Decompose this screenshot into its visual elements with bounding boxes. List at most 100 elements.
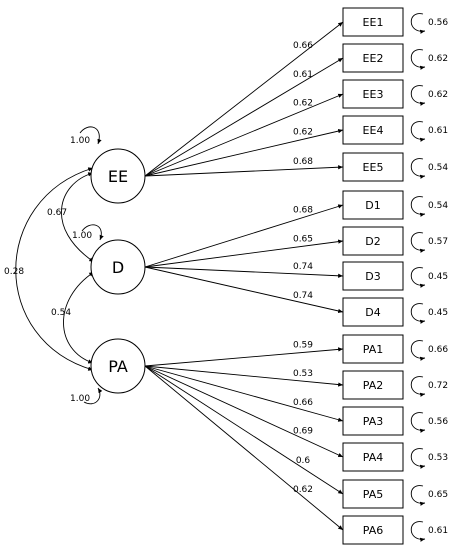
error-variance-loop	[410, 85, 426, 106]
covariance-arc-d-pa	[63, 271, 95, 364]
loading-path-pa2	[144, 365, 344, 387]
indicator-label: D1	[365, 199, 380, 212]
loading-label: 0.68	[293, 206, 313, 216]
indicator-label: D4	[365, 306, 380, 319]
error-variance-loop	[410, 49, 426, 70]
loading-label: 0.74	[293, 291, 313, 301]
covariance-arc-ee-d	[61, 172, 95, 263]
loading-path-ee3	[144, 93, 344, 177]
covariance-label: 0.67	[47, 208, 67, 218]
indicator-label: EE5	[363, 161, 384, 174]
error-variance-label: 0.54	[428, 201, 448, 211]
indicator-label: PA5	[363, 488, 383, 501]
loading-path-d4	[144, 266, 344, 314]
loading-label: 0.69	[293, 427, 313, 437]
latent-factor-pa	[90, 338, 146, 394]
indicator-box-ee5	[342, 152, 404, 182]
error-variance-label: 0.62	[428, 90, 448, 100]
loading-path-pa4	[144, 365, 344, 458]
error-variance-label: 0.53	[428, 453, 448, 463]
error-variance-loop	[410, 196, 426, 217]
variance-loop	[79, 126, 102, 145]
indicator-box-ee4	[342, 115, 404, 145]
error-variance-label: 0.56	[428, 18, 448, 28]
indicator-box-d3	[342, 261, 404, 291]
indicator-label: D2	[365, 235, 380, 248]
loading-path-pa1	[144, 347, 344, 367]
loading-label: 0.6	[296, 456, 311, 466]
error-variance-label: 0.45	[428, 272, 448, 282]
error-variance-label: 0.61	[428, 526, 448, 536]
error-variance-loop	[410, 376, 426, 397]
error-variance-loop	[410, 340, 426, 361]
error-variance-label: 0.57	[428, 237, 448, 247]
covariance-label: 0.28	[4, 267, 24, 277]
error-variance-loop	[410, 448, 426, 469]
error-variance-label: 0.65	[428, 490, 448, 500]
variance-label: 1.00	[70, 136, 90, 146]
loading-label: 0.53	[293, 369, 313, 379]
covariance-label: 0.54	[51, 308, 71, 318]
loading-label: 0.62	[293, 485, 313, 495]
loading-path-pa5	[144, 365, 344, 495]
loading-label: 0.65	[293, 234, 313, 244]
loading-path-ee5	[144, 165, 344, 177]
indicator-box-d4	[342, 297, 404, 327]
indicator-box-pa5	[342, 479, 404, 509]
indicator-label: PA3	[363, 415, 383, 428]
indicator-label: EE2	[363, 52, 384, 65]
variance-loop	[83, 387, 103, 405]
error-variance-loop	[410, 158, 426, 179]
loading-label: 0.61	[293, 70, 313, 80]
indicator-label: PA1	[363, 343, 383, 356]
loading-path-d1	[144, 204, 344, 268]
error-variance-label: 0.66	[428, 345, 448, 355]
indicator-label: EE3	[363, 88, 384, 101]
error-variance-loop	[410, 13, 426, 34]
indicator-box-ee1	[342, 7, 404, 37]
variance-label: 1.00	[70, 394, 90, 404]
error-variance-label: 0.54	[428, 163, 448, 173]
indicator-label: PA2	[363, 379, 383, 392]
loading-label: 0.66	[293, 41, 313, 51]
error-variance-loop	[410, 303, 426, 324]
variance-loop	[81, 224, 104, 241]
error-variance-loop	[410, 521, 426, 542]
loading-label: 0.68	[293, 157, 313, 167]
indicator-box-ee2	[342, 43, 404, 73]
indicator-label: D3	[365, 270, 380, 283]
indicator-label: PA6	[363, 524, 383, 537]
indicator-box-d1	[342, 190, 404, 220]
loading-path-ee1	[144, 21, 344, 177]
variance-label: 1.00	[72, 231, 92, 241]
covariance-arc-ee-pa	[15, 167, 94, 371]
indicator-box-ee3	[342, 79, 404, 109]
loading-path-d3	[144, 266, 344, 278]
loading-label: 0.62	[293, 127, 313, 137]
indicator-box-pa4	[342, 442, 404, 472]
error-variance-loop	[410, 121, 426, 142]
error-variance-label: 0.72	[428, 381, 448, 391]
indicator-label: PA4	[363, 451, 383, 464]
loading-path-pa6	[144, 365, 344, 531]
latent-factor-label: D	[112, 258, 124, 277]
latent-factor-d	[90, 239, 146, 295]
error-variance-label: 0.62	[428, 54, 448, 64]
indicator-box-pa3	[342, 406, 404, 436]
error-variance-loop	[410, 267, 426, 288]
loading-path-pa3	[144, 365, 344, 422]
loading-path-d2	[144, 239, 344, 268]
indicator-box-d2	[342, 226, 404, 256]
indicator-box-pa2	[342, 370, 404, 400]
loading-path-ee2	[144, 57, 344, 177]
indicator-label: EE1	[363, 16, 384, 29]
error-variance-loop	[410, 485, 426, 506]
error-variance-loop	[410, 232, 426, 253]
loading-label: 0.74	[293, 262, 313, 272]
loading-path-ee4	[144, 128, 344, 177]
latent-factor-ee	[90, 148, 146, 204]
loading-label: 0.66	[293, 398, 313, 408]
indicator-box-pa6	[342, 515, 404, 545]
indicator-box-pa1	[342, 334, 404, 364]
